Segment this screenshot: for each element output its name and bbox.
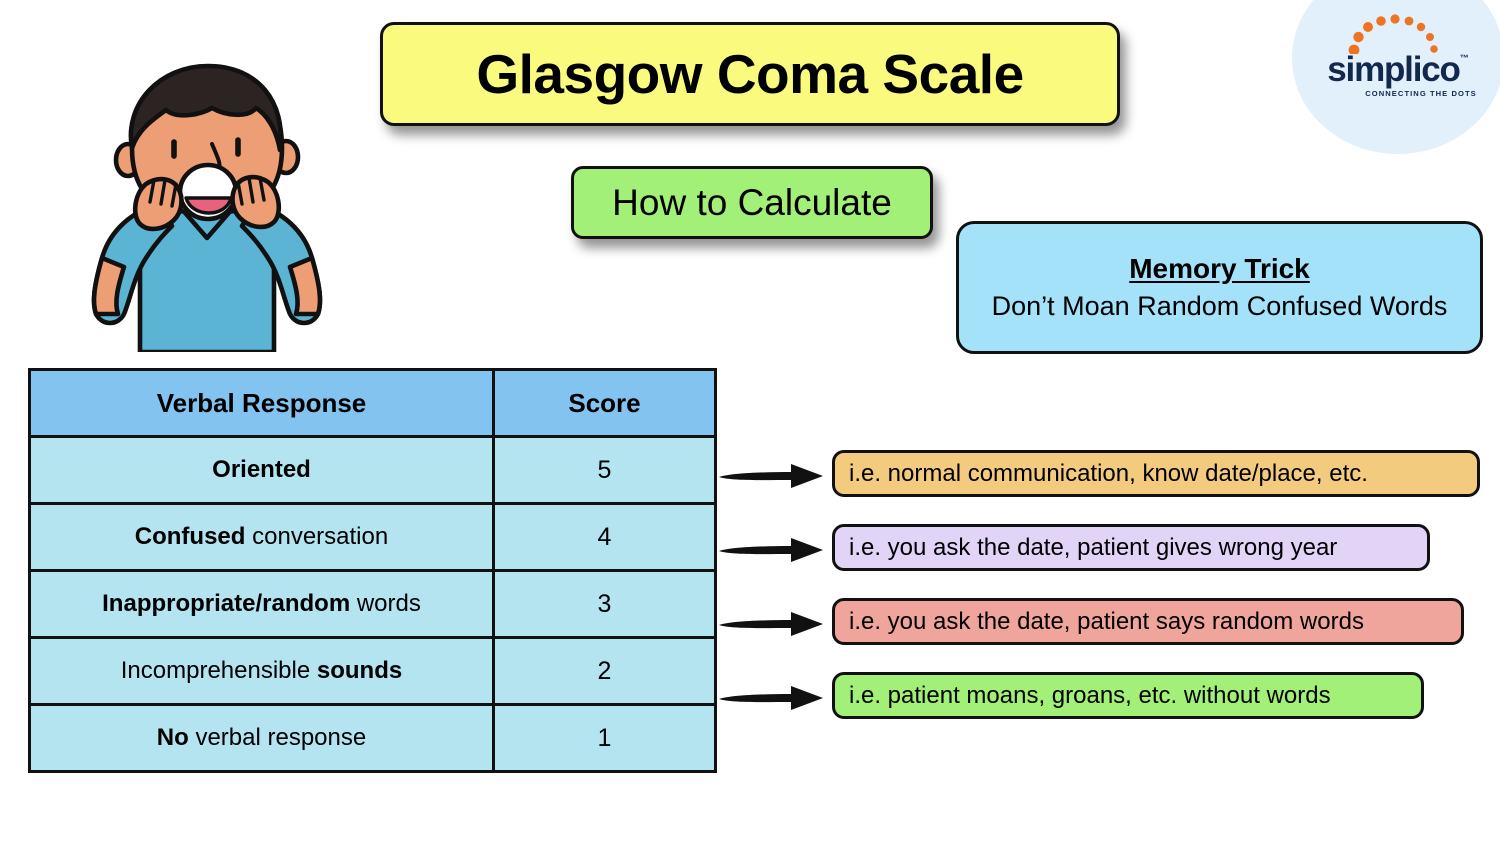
table-body: Oriented 5 Confused conversation 4 Inapp…: [28, 435, 717, 773]
cell-verbal-response: Confused conversation: [28, 502, 495, 572]
logo-wordmark: simplico™: [1327, 52, 1468, 87]
logo-dot-arc-icon: [1292, 14, 1500, 56]
callout-text: i.e. you ask the date, patient says rand…: [849, 607, 1364, 635]
cell-bold-part: sounds: [316, 657, 403, 684]
simplico-logo: simplico™ CONNECTING THE DOTS: [1292, 0, 1500, 154]
arrow-right-icon: [717, 603, 825, 643]
cell-score: 5: [492, 435, 717, 505]
table-row: Incomprehensible sounds 2: [28, 636, 717, 706]
logo-trademark-symbol: ™: [1459, 53, 1469, 63]
cell-bold-part: Oriented: [212, 456, 311, 483]
cell-score: 1: [492, 703, 717, 773]
callout-box-incomprehensible: i.e. patient moans, groans, etc. without…: [832, 672, 1424, 719]
column-header-score: Score: [492, 368, 717, 438]
cell-verbal-response: Incomprehensible sounds: [28, 636, 495, 706]
callout-box-oriented: i.e. normal communication, know date/pla…: [832, 450, 1480, 497]
logo-word-text: simplico: [1327, 50, 1461, 89]
callout-box-confused: i.e. you ask the date, patient gives wro…: [832, 524, 1430, 571]
cell-score: 3: [492, 569, 717, 639]
cell-bold-part: Inappropriate/random: [102, 590, 351, 617]
cell-normal-part: Incomprehensible: [120, 657, 317, 684]
arrow-right-icon: [717, 455, 825, 495]
column-header-verbal-response: Verbal Response: [28, 368, 495, 438]
cell-score: 4: [492, 502, 717, 572]
cell-verbal-response: Oriented: [28, 435, 495, 505]
memory-trick-heading: Memory Trick: [1129, 252, 1310, 284]
cell-normal-part: verbal response: [188, 724, 367, 751]
cell-bold-part: No: [156, 724, 189, 751]
table-row: Inappropriate/random words 3: [28, 569, 717, 639]
table-row: Confused conversation 4: [28, 502, 717, 572]
callout-text: i.e. you ask the date, patient gives wro…: [849, 533, 1338, 561]
subtitle-text: How to Calculate: [612, 182, 892, 223]
cell-verbal-response: Inappropriate/random words: [28, 569, 495, 639]
memory-trick-mnemonic: Don’t Moan Random Confused Words: [991, 290, 1448, 321]
page-title-text: Glasgow Coma Scale: [476, 42, 1024, 105]
table-row: No verbal response 1: [28, 703, 717, 773]
cell-normal-part: conversation: [245, 523, 389, 550]
callout-text: i.e. patient moans, groans, etc. without…: [849, 681, 1331, 709]
callout-box-inappropriate: i.e. you ask the date, patient says rand…: [832, 598, 1464, 645]
arrow-right-icon: [717, 677, 825, 717]
cell-bold-part: Confused: [134, 523, 246, 550]
table-header-row: Verbal Response Score: [28, 368, 717, 438]
logo-tagline: CONNECTING THE DOTS: [1365, 89, 1477, 98]
shouting-person-illustration: [62, 52, 352, 355]
cell-normal-part: words: [350, 590, 421, 617]
table-row: Oriented 5: [28, 435, 717, 505]
cell-verbal-response: No verbal response: [28, 703, 495, 773]
page-title: Glasgow Coma Scale: [380, 22, 1120, 126]
subtitle-badge: How to Calculate: [571, 166, 933, 239]
cell-score: 2: [492, 636, 717, 706]
logo-content: simplico™ CONNECTING THE DOTS: [1292, 14, 1500, 98]
arrow-right-icon: [717, 529, 825, 569]
logo-background-ellipse: [1292, 0, 1500, 154]
callout-text: i.e. normal communication, know date/pla…: [849, 459, 1368, 487]
gcs-verbal-response-table: Verbal Response Score Oriented 5 Confuse…: [28, 368, 717, 773]
memory-trick-box: Memory Trick Don’t Moan Random Confused …: [956, 221, 1483, 354]
